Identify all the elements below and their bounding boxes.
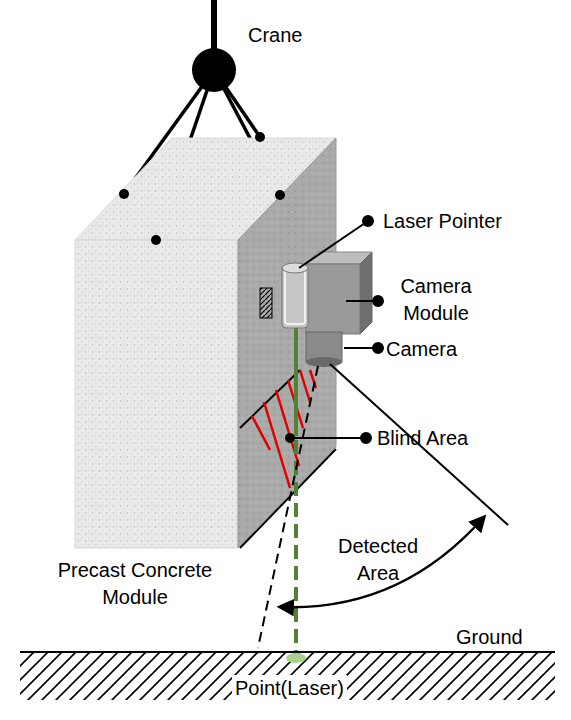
detected-area-label: Detected Area	[318, 533, 438, 587]
laser-pointer-label: Laser Pointer	[383, 208, 502, 235]
module-label: Precast Concrete Module	[30, 557, 240, 611]
camera-module-label: Camera Module	[386, 273, 486, 327]
ground-label: Ground	[456, 624, 523, 651]
blind-area-label: Blind Area	[377, 425, 468, 452]
camera-label: Camera	[386, 336, 457, 363]
crane-label: Crane	[248, 22, 302, 49]
laser-point-label: Point(Laser)	[232, 675, 347, 702]
